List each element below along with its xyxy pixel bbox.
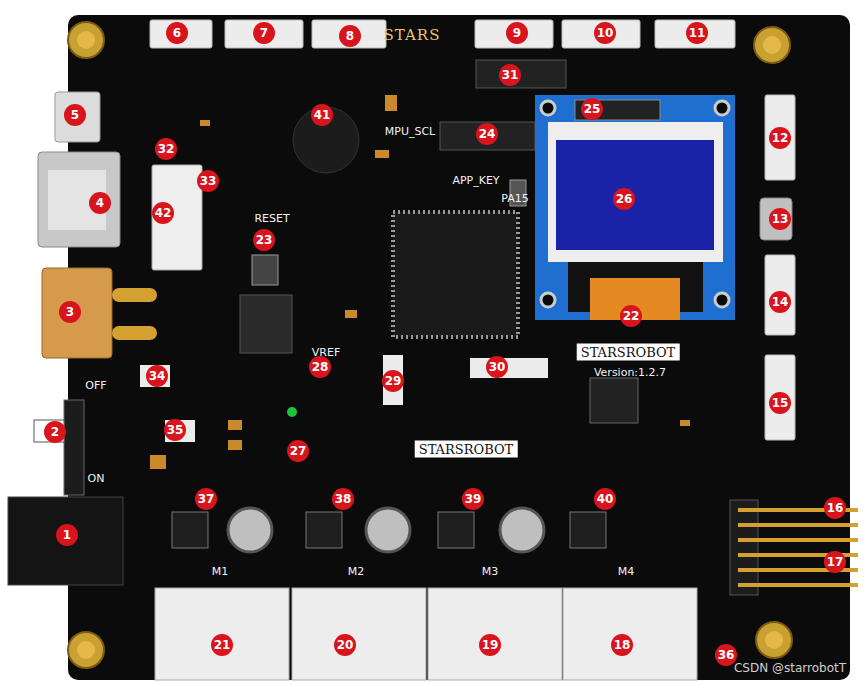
callout-number: 9 [506, 22, 528, 44]
callout-number: 37 [195, 488, 217, 510]
silkscreen-text: OFF [85, 379, 106, 392]
callout-number: 42 [152, 202, 174, 224]
callout-number: 15 [769, 392, 791, 414]
silkscreen-text: M3 [482, 565, 499, 578]
silkscreen-box-text: STARSROBOT [577, 344, 680, 361]
callout-number: 20 [334, 634, 356, 656]
callout-number: 35 [164, 419, 186, 441]
callout-number: 12 [769, 127, 791, 149]
callout-number: 3 [59, 301, 81, 323]
oled-screen [556, 140, 714, 250]
callout-number: 2 [44, 421, 66, 443]
callout-number: 22 [620, 305, 642, 327]
callout-number: 8 [339, 25, 361, 47]
callout-number: 30 [486, 356, 508, 378]
oled-board [535, 95, 735, 320]
silkscreen-text: M2 [348, 565, 365, 578]
smd-parts [150, 95, 690, 469]
callout-number: 16 [824, 497, 846, 519]
header-24 [440, 122, 535, 150]
xt60 [42, 268, 112, 358]
callout-number: 1 [56, 524, 78, 546]
watermark: CSDN @starrobotT [734, 661, 846, 675]
callout-number: 31 [499, 64, 521, 86]
top-connectors [150, 20, 735, 48]
standoff-tops [77, 31, 783, 659]
led [287, 407, 297, 417]
mcu [393, 212, 518, 337]
silkscreen-text: M1 [212, 565, 229, 578]
callout-number: 11 [686, 22, 708, 44]
silkscreen-text: ON [88, 472, 105, 485]
standoffs [68, 22, 792, 668]
callout-number: 18 [611, 634, 633, 656]
callout-number: 7 [253, 22, 275, 44]
motor-connectors [155, 588, 697, 680]
silkscreen-text: APP_KEY [452, 174, 499, 187]
callout-number: 19 [479, 634, 501, 656]
callout-number: 25 [581, 98, 603, 120]
silkscreen-box-text: STARSROBOT [415, 441, 518, 458]
callout-number: 24 [476, 123, 498, 145]
header-31 [476, 60, 566, 88]
usb-a [38, 152, 120, 247]
inductor [240, 295, 292, 353]
connector-42 [152, 165, 202, 270]
silkscreen-text: VREF [312, 346, 340, 359]
connector-5 [55, 92, 100, 142]
switch [64, 400, 84, 495]
callout-number: 13 [769, 208, 791, 230]
callout-number: 21 [211, 634, 233, 656]
silkscreen-text: PA15 [501, 192, 528, 205]
callout-number: 39 [462, 488, 484, 510]
callout-number: 5 [64, 104, 86, 126]
callout-number: 34 [146, 365, 168, 387]
connector-35 [165, 420, 195, 442]
callout-number: 41 [311, 104, 333, 126]
silkscreen-logo: STARS [384, 26, 441, 44]
callout-number: 38 [332, 488, 354, 510]
dc-jack [8, 497, 123, 585]
callout-number: 23 [253, 229, 275, 251]
driver-ics [172, 512, 606, 548]
callout-number: 4 [89, 192, 111, 214]
silkscreen-text: RESET [254, 212, 289, 225]
oled-frame [548, 122, 723, 262]
right-connectors [765, 95, 795, 440]
regulator [590, 378, 638, 423]
callout-number: 6 [166, 22, 188, 44]
callout-number: 14 [769, 291, 791, 313]
oled-holes [541, 101, 729, 307]
connector-29 [383, 355, 403, 405]
callout-number: 26 [613, 188, 635, 210]
board [68, 15, 850, 680]
callout-number: 32 [155, 138, 177, 160]
connector-30 [470, 358, 548, 378]
connector-34 [140, 365, 170, 387]
callout-number: 33 [197, 170, 219, 192]
callout-number: 40 [594, 488, 616, 510]
silkscreen-text: M4 [618, 565, 635, 578]
silkscreen-text: Version:1.2.7 [594, 366, 666, 379]
capacitors [228, 508, 544, 552]
xt60-pins [112, 288, 157, 340]
reset-button [252, 255, 278, 285]
silkscreen-text: MPU_SCL [385, 125, 435, 138]
callout-number: 29 [382, 370, 404, 392]
callout-number: 17 [824, 551, 846, 573]
micro-usb [760, 198, 792, 240]
callout-number: 36 [715, 644, 737, 666]
callout-number: 27 [287, 440, 309, 462]
pin-header [730, 500, 758, 595]
callout-number: 28 [309, 356, 331, 378]
callout-number: 10 [594, 22, 616, 44]
header-pins [738, 510, 858, 585]
